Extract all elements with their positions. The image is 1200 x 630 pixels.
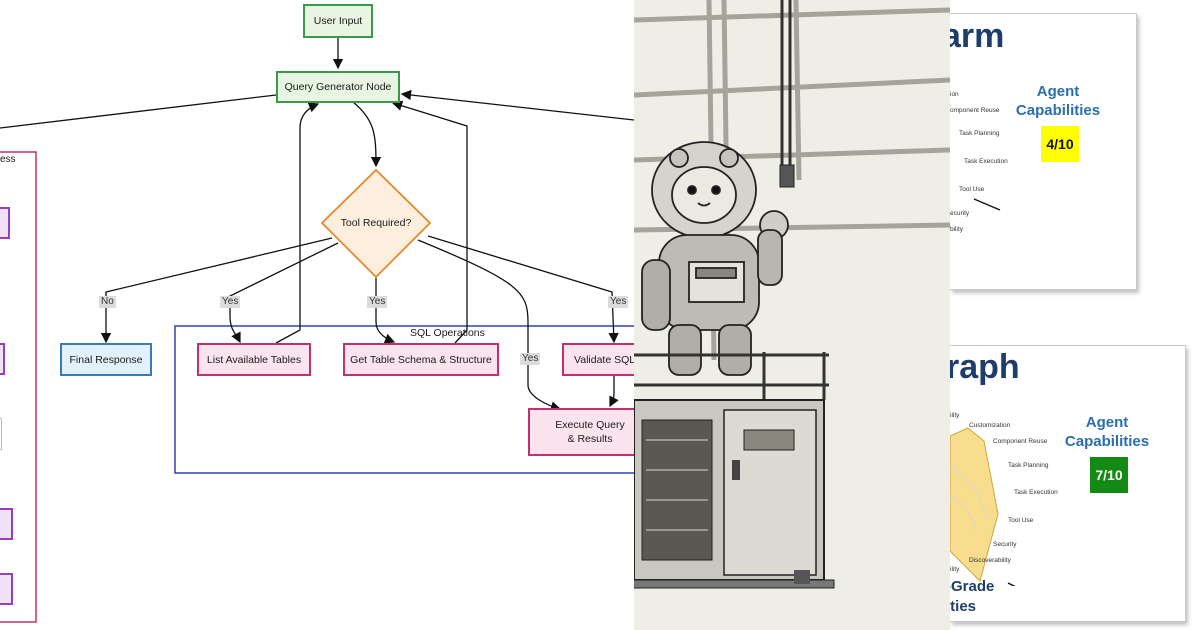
left-node-3[interactable]: [0, 418, 2, 450]
edge-tool-to-list: [229, 242, 339, 344]
left-group-container: [0, 151, 37, 623]
validate-sql-label: Validate SQL: [574, 353, 634, 366]
top-capabilities-label: Agent Capabilities: [1015, 83, 1101, 119]
left-node-4[interactable]: [0, 508, 13, 540]
bottom-axis-label-8: Discoverability: [969, 557, 1011, 564]
sql-operations-group: [174, 325, 634, 474]
edge-right-to-query: [400, 89, 634, 121]
top-axis-label-3: Task Planning: [959, 130, 1000, 137]
query-generator-label: Query Generator Node: [284, 81, 392, 93]
edge-label-no: No: [99, 296, 116, 308]
edge-schema-to-query: [391, 100, 468, 344]
bottom-axis-label-1: ility: [950, 412, 960, 419]
left-group-title: ess: [0, 154, 16, 165]
robot-illustration: [634, 0, 950, 589]
bottom-card-title: raph: [950, 348, 1020, 386]
get-schema-label: Get Table Schema & Structure: [350, 353, 492, 366]
edge-list-to-query: [275, 102, 320, 344]
top-axis-label-5: Tool Use: [959, 186, 985, 193]
edge-validate-to-execute: [609, 376, 619, 408]
edge-tool-to-validate: [427, 235, 619, 344]
list-tables-node[interactable]: List Available Tables: [197, 343, 311, 376]
edge-tool-to-schema: [375, 278, 396, 344]
final-response-node[interactable]: Final Response: [60, 343, 152, 376]
top-radar-line: [973, 198, 1001, 211]
bottom-axis-label-5: Task Execution: [1014, 489, 1058, 496]
query-generator-node[interactable]: Query Generator Node: [276, 71, 400, 103]
left-node-1[interactable]: [0, 207, 10, 239]
bottom-axis-label-3: Component Reuse: [993, 438, 1048, 445]
sql-operations-title: SQL Operations: [410, 327, 485, 339]
bottom-axis-label-6: Tool Use: [1008, 517, 1034, 524]
edge-label-yes-schema: Yes: [367, 296, 388, 308]
top-axis-label-1: ion: [950, 91, 959, 98]
get-schema-node[interactable]: Get Table Schema & Structure: [343, 343, 499, 376]
top-axis-label-6: ecurity: [950, 210, 970, 217]
edge-query-to-tool: [352, 101, 382, 168]
top-axis-label-4: Task Execution: [964, 158, 1008, 165]
edge-label-yes-list: Yes: [220, 296, 241, 308]
tool-required-label: Tool Required?: [340, 217, 412, 229]
flowchart-panel: User Input Query Generator Node Tool Req…: [0, 4, 634, 623]
top-axis-label-7: bility: [950, 226, 964, 233]
bottom-capability-card: raph ility Customization Component Reuse…: [950, 345, 1186, 622]
left-node-5[interactable]: [0, 573, 13, 605]
bottom-radar-shape: [950, 427, 1016, 586]
bottom-axis-label-7: Security: [993, 541, 1017, 548]
list-tables-label: List Available Tables: [206, 353, 302, 366]
bottom-axis-label-4: Task Planning: [1008, 462, 1049, 469]
execute-query-label: Execute Query & Results: [555, 419, 625, 445]
flowchart-edges: [0, 37, 634, 623]
validate-sql-node[interactable]: Validate SQL: [562, 343, 634, 376]
tool-required-diamond: [320, 168, 432, 279]
bottom-score-badge: 7/10: [1090, 457, 1128, 493]
edge-label-yes-validate: Yes: [608, 296, 629, 308]
edge-query-to-left: [0, 94, 277, 129]
edge-tool-to-final: [100, 237, 333, 344]
final-response-label: Final Response: [69, 353, 143, 366]
execute-query-node[interactable]: Execute Query & Results: [528, 408, 634, 456]
user-input-node[interactable]: User Input: [303, 4, 373, 38]
capability-cards-panel: arm ion omponent Reuse Task Planning Tas…: [950, 0, 1200, 630]
robot-illustration-panel: [634, 0, 950, 630]
bottom-axis-label-9: ility: [950, 566, 960, 573]
top-card-title: arm: [950, 17, 1005, 55]
bottom-capabilities-label: Agent Capabilities: [1064, 414, 1150, 450]
bottom-axis-label-2: Customization: [969, 422, 1011, 429]
top-axis-label-2: omponent Reuse: [950, 107, 1000, 114]
top-capability-card: arm ion omponent Reuse Task Planning Tas…: [950, 13, 1137, 290]
top-score-badge: 4/10: [1041, 126, 1079, 162]
bottom-footer-line2: ities: [950, 598, 977, 615]
bottom-footer-line1: -Grade: [950, 578, 995, 595]
edge-label-yes-execute: Yes: [520, 353, 541, 365]
left-node-2[interactable]: [0, 343, 5, 375]
edge-tool-to-execute: [417, 239, 562, 412]
user-input-label: User Input: [313, 15, 363, 27]
